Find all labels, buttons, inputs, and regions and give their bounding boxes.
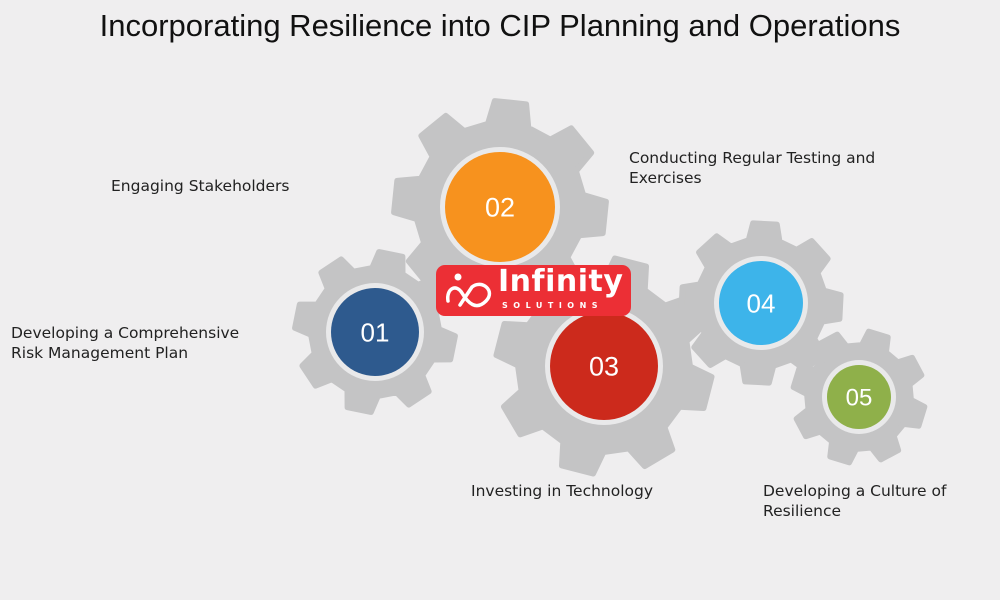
label-line: Resilience — [763, 502, 842, 520]
step-03-label: Investing in Technology — [471, 481, 653, 501]
page-title: Incorporating Resilience into CIP Planni… — [99, 8, 901, 43]
step-circle — [719, 261, 803, 345]
step-number: 03 — [589, 352, 619, 382]
gear-02: 02 — [391, 98, 609, 316]
step-05-label: Developing a Culture of Resilience — [763, 481, 946, 521]
label-line: Conducting Regular Testing and — [629, 149, 876, 167]
logo-name: Infinity — [498, 264, 624, 299]
label-line: Risk Management Plan — [11, 344, 189, 362]
infinity-solutions-logo: Infinity SOLUTIONS — [436, 265, 631, 316]
step-circle — [331, 288, 419, 376]
infinity-logo-icon — [446, 273, 492, 308]
step-circle — [550, 312, 658, 420]
step-number: 01 — [361, 317, 390, 347]
label-line: Investing in Technology — [471, 482, 654, 500]
gear-01: 01 — [292, 249, 458, 415]
step-number: 04 — [747, 288, 776, 318]
step-01-label: Developing a Comprehensive Risk Manageme… — [11, 323, 239, 363]
label-line: Developing a Culture of — [763, 482, 947, 500]
logo-subtitle: SOLUTIONS — [502, 301, 604, 310]
step-04-label: Conducting Regular Testing and Exercises — [629, 148, 875, 188]
step-circle — [827, 365, 891, 429]
label-line: Developing a Comprehensive — [11, 324, 240, 342]
step-number: 02 — [485, 193, 515, 223]
gear-04: 04 — [678, 220, 844, 386]
step-02-label: Engaging Stakeholders — [111, 176, 290, 196]
step-number: 05 — [846, 385, 873, 412]
step-circle — [445, 152, 555, 262]
gear-05: 05 — [790, 328, 928, 466]
label-line: Engaging Stakeholders — [111, 177, 290, 195]
label-line: Exercises — [629, 169, 702, 187]
